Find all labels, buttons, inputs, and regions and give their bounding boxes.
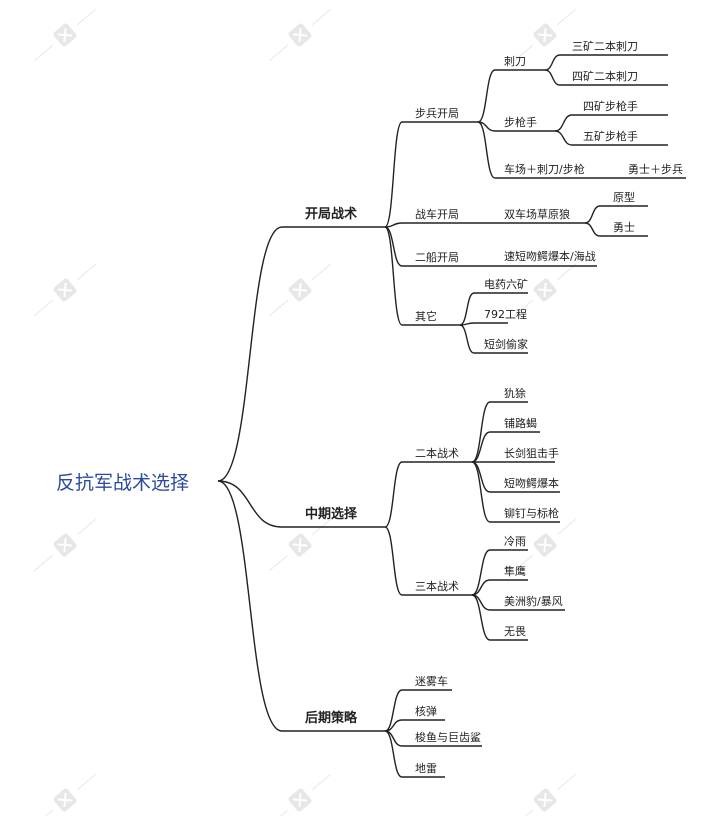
topic-l2-1-0[interactable]: 二本战术 [415, 446, 459, 460]
topic-l2-2-1[interactable]: 核弹 [415, 704, 437, 718]
topic-l2-2-2[interactable]: 梭鱼与巨齿鲨 [415, 730, 481, 744]
edge-l3-1-1-3 [471, 594, 491, 641]
edge-l2-2-0 [384, 689, 403, 732]
edge-l3-0-0-0 [477, 69, 496, 123]
topic-l3-1-0-3[interactable]: 短吻鳄爆本 [504, 476, 559, 490]
topic-l3-0-0-0[interactable]: 刺刀 [504, 55, 526, 68]
edge-root-branch-lategame-strategy [217, 480, 283, 732]
edge-l3-0-0-2 [477, 121, 496, 179]
edge-l2-0-3 [384, 226, 403, 326]
topic-l3-0-2-0[interactable]: 速短吻鳄爆本/海战 [504, 249, 596, 263]
edge-l2-2-3 [384, 730, 403, 778]
topic-l3-0-0-2[interactable]: 车场＋刺刀/步枪 [504, 162, 585, 176]
branch-midgame-choice[interactable]: 中期选择 [305, 506, 358, 522]
branch-opening-tactics[interactable]: 开局战术 [305, 206, 357, 222]
topic-l2-0-3[interactable]: 其它 [415, 309, 437, 323]
topic-l4-0-0-2-0[interactable]: 勇士＋步兵 [628, 163, 683, 176]
edge-l2-0-2 [384, 226, 403, 267]
topic-l3-1-1-3[interactable]: 无畏 [504, 625, 526, 638]
topic-l2-2-0[interactable]: 迷雾车 [415, 674, 448, 688]
topic-l2-0-2[interactable]: 二船开局 [415, 250, 459, 264]
watermark-icon [514, 263, 576, 317]
topic-l4-0-0-0-0[interactable]: 三矿二本刺刀 [572, 39, 638, 53]
edge-l3-1-0-4 [471, 461, 491, 523]
edge-l3-1-0-1 [471, 431, 491, 463]
watermark-icon [34, 773, 96, 816]
watermark-icon [269, 263, 331, 317]
edge-l2-1-1 [384, 526, 403, 596]
topic-l3-1-0-1[interactable]: 铺路蝎 [504, 417, 537, 430]
watermark-layer [34, 8, 576, 816]
topic-l2-2-3[interactable]: 地雷 [415, 762, 437, 775]
edge-l3-1-1-0 [471, 549, 491, 596]
topic-l4-0-0-1-0[interactable]: 四矿步枪手 [583, 99, 638, 113]
edge-l3-1-0-0 [471, 401, 491, 463]
topic-l3-0-3-2[interactable]: 短剑偷家 [484, 337, 528, 351]
watermark-icon [514, 773, 576, 816]
edge-root-branch-midgame-choice [217, 480, 283, 528]
topic-l2-0-0[interactable]: 步兵开局 [415, 107, 459, 120]
topic-l4-0-0-1-1[interactable]: 五矿步枪手 [583, 129, 638, 143]
edge-root-branch-opening-tactics [217, 226, 283, 482]
topic-l3-0-0-1[interactable]: 步枪手 [504, 115, 537, 129]
edge-l4-0-1-0-0 [584, 205, 601, 224]
topic-l3-1-1-1[interactable]: 隼鹰 [504, 564, 526, 578]
edge-l2-1-0 [384, 461, 403, 528]
topic-l2-1-1[interactable]: 三本战术 [415, 579, 459, 593]
edge-l4-0-0-1-1 [554, 130, 573, 146]
topic-l3-1-0-4[interactable]: 铆钉与标枪 [504, 506, 559, 520]
edge-l4-0-0-1-0 [554, 114, 573, 132]
watermark-icon [269, 773, 331, 816]
watermark-icon [514, 8, 576, 62]
topic-l4-0-1-0-1[interactable]: 勇士 [613, 221, 635, 234]
edge-l3-0-3-2 [459, 324, 475, 354]
watermark-icon [269, 518, 331, 572]
edge-l3-0-3-0 [459, 292, 475, 326]
connector-lines [217, 54, 686, 778]
edge-l4-0-1-0-1 [584, 222, 601, 237]
topic-l3-1-1-0[interactable]: 冷雨 [504, 535, 526, 548]
topic-l3-1-1-2[interactable]: 美洲豹/暴风 [504, 595, 563, 608]
watermark-icon [269, 8, 331, 62]
watermark-icon [34, 263, 96, 317]
watermark-icon [34, 518, 96, 572]
watermark-icon [34, 8, 96, 62]
topic-l4-0-0-0-1[interactable]: 四矿二本刺刀 [572, 69, 638, 83]
topic-l2-0-1[interactable]: 战车开局 [415, 207, 459, 221]
topic-l3-0-1-0[interactable]: 双车场草原狼 [504, 207, 570, 221]
topic-l4-0-1-0-0[interactable]: 原型 [613, 190, 635, 204]
edge-l4-0-0-0-1 [544, 69, 561, 86]
topic-l3-1-0-0[interactable]: 犰狳 [504, 386, 526, 400]
topic-l3-0-3-1[interactable]: 792工程 [484, 308, 527, 321]
topic-l3-1-0-2[interactable]: 长剑狙击手 [504, 446, 559, 460]
topic-l3-0-3-0[interactable]: 电药六矿 [484, 278, 528, 291]
edge-l4-0-0-0-0 [544, 54, 561, 71]
edge-l2-0-0 [384, 121, 403, 228]
watermark-icon [514, 518, 576, 572]
root-topic[interactable]: 反抗军战术选择 [56, 472, 189, 494]
branch-lategame-strategy[interactable]: 后期策略 [305, 710, 358, 726]
